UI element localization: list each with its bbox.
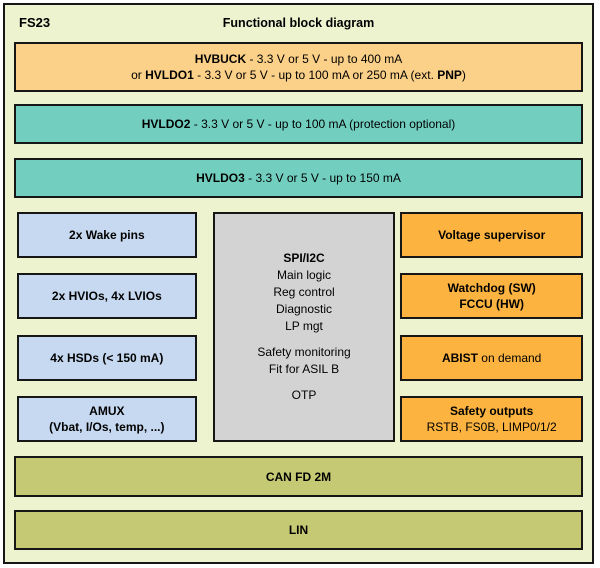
io-column: 2x Wake pins 2x HVIOs, 4x LVIOs 4x HSDs … <box>17 212 197 442</box>
block-can-fd: CAN FD 2M <box>14 456 583 497</box>
block-watchdog-fccu: Watchdog (SW)FCCU (HW) <box>400 273 583 320</box>
middle-section: 2x Wake pins 2x HVIOs, 4x LVIOs 4x HSDs … <box>14 212 583 442</box>
block-amux: AMUX(Vbat, I/Os, temp, ...) <box>17 395 197 442</box>
block-hvldo3: HVLDO3 - 3.3 V or 5 V - up to 150 mA <box>14 158 583 198</box>
functional-block-diagram-frame: FS23 Functional block diagram HVBUCK - 3… <box>3 3 594 564</box>
diagram-header: FS23 Functional block diagram <box>14 14 583 42</box>
text-group: Watchdog (SW)FCCU (HW) <box>447 281 536 312</box>
diagram-title: Functional block diagram <box>222 16 375 30</box>
safety-column: Voltage supervisor Watchdog (SW)FCCU (HW… <box>400 212 583 442</box>
block-wake-pins: 2x Wake pins <box>17 212 197 258</box>
block-abist: ABIST on demand <box>400 334 583 381</box>
text-group: 2x HVIOs, 4x LVIOs <box>51 289 162 304</box>
chip-name-label: FS23 <box>19 15 51 30</box>
block-hvldo2: HVLDO2 - 3.3 V or 5 V - up to 100 mA (pr… <box>14 104 583 144</box>
text-group: OTP <box>291 388 317 402</box>
text-group: Voltage supervisor <box>438 228 546 242</box>
text-group: CAN FD 2M <box>265 469 332 484</box>
text-group: ABIST on demand <box>441 350 542 365</box>
text-group: AMUX(Vbat, I/Os, temp, ...) <box>49 403 165 434</box>
block-voltage-supervisor: Voltage supervisor <box>400 212 583 258</box>
text-group: 4x HSDs (< 150 mA) <box>50 350 164 365</box>
block-hvios-lvios: 2x HVIOs, 4x LVIOs <box>17 273 197 320</box>
block-lin: LIN <box>14 510 583 550</box>
text-group: LIN <box>288 523 309 537</box>
text-group: HVLDO2 - 3.3 V or 5 V - up to 100 mA (pr… <box>141 117 456 131</box>
block-hsds: 4x HSDs (< 150 mA) <box>17 334 197 381</box>
text-group: HVLDO3 - 3.3 V or 5 V - up to 150 mA <box>196 171 401 185</box>
text-group: 2x Wake pins <box>69 228 145 242</box>
